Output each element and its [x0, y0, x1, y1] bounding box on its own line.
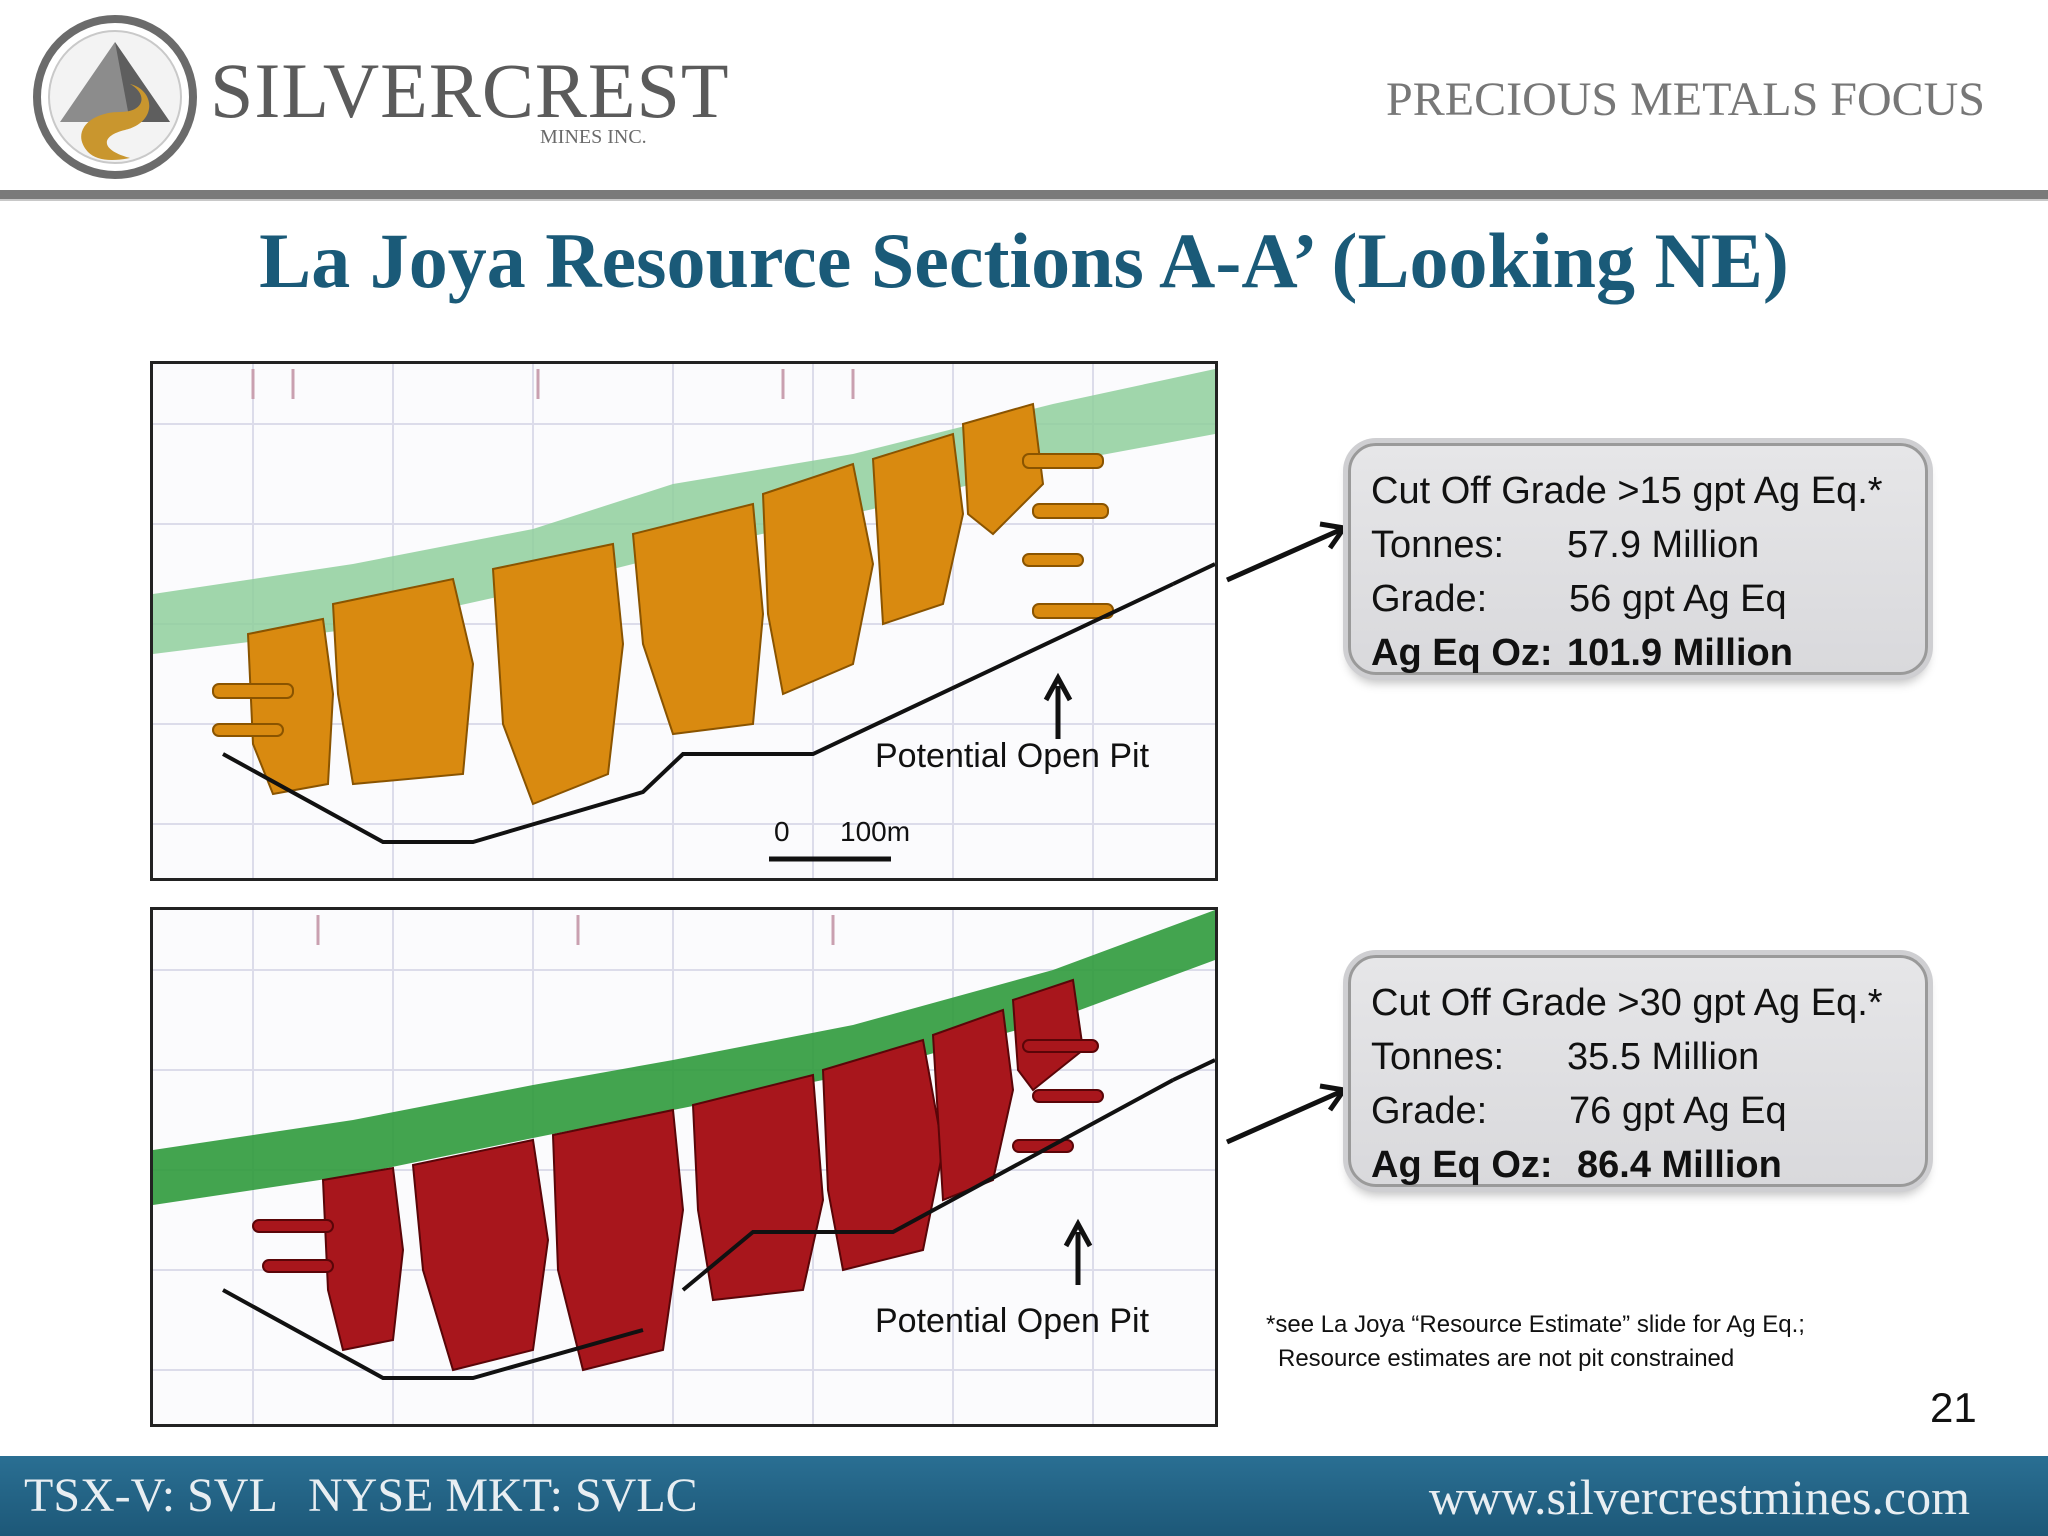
slide-title: La Joya Resource Sections A-A’ (Looking … — [259, 217, 1789, 304]
oz-row: Ag Eq Oz: 86.4 Million — [1371, 1138, 1925, 1192]
grade-label: Grade: — [1371, 1090, 1488, 1132]
info-box-15gpt: Cut Off Grade >15 gpt Ag Eq.* Tonnes: 57.… — [1348, 443, 1928, 675]
tonnes-label: Tonnes: — [1371, 1036, 1505, 1078]
grade-value: 76 gpt Ag Eq — [1569, 1090, 1787, 1132]
website-link[interactable]: www.silvercrestmines.com — [1428, 1469, 1970, 1525]
arrow-to-bottom-box-icon — [1225, 1089, 1342, 1145]
pit-arrow-icon — [1063, 1218, 1093, 1285]
tonnes-row: Tonnes: 35.5 Million — [1371, 1030, 1925, 1084]
resource-section-30gpt: Potential Open Pit — [150, 907, 1218, 1427]
oz-label: Ag Eq Oz: — [1371, 632, 1553, 674]
cutoff-heading: Cut Off Grade >30 gpt Ag Eq.* — [1371, 982, 1883, 1024]
callout-arrows — [1225, 521, 1349, 1145]
header-divider — [0, 190, 2048, 199]
scale-start: 0 — [774, 816, 790, 847]
grade-row: Grade: 76 gpt Ag Eq — [1371, 1084, 1925, 1138]
grade-row: Grade: 56 gpt Ag Eq — [1371, 572, 1925, 626]
info-box-30gpt: Cut Off Grade >30 gpt Ag Eq.* Tonnes: 35.… — [1348, 955, 1928, 1187]
section-image-top — [153, 364, 1215, 878]
resource-body — [252, 978, 1104, 1372]
tonnes-row: Tonnes: 57.9 Million — [1371, 518, 1925, 572]
ticker-tsx: TSX-V: SVL — [24, 1469, 278, 1522]
resource-section-15gpt: Potential Open Pit 0 100m — [150, 361, 1218, 881]
tonnes-value: 35.5 Million — [1567, 1036, 1760, 1078]
footnote-line-1: *see La Joya “Resource Estimate” slide f… — [1266, 1311, 1805, 1338]
header-divider-light — [0, 199, 2048, 201]
ground-surface — [153, 910, 1215, 1205]
resource-body — [212, 402, 1114, 806]
brand-name: SILVERCREST — [210, 47, 730, 134]
oz-value: 86.4 Million — [1577, 1144, 1782, 1186]
oz-label: Ag Eq Oz: — [1371, 1144, 1553, 1186]
cutoff-heading: Cut Off Grade >15 gpt Ag Eq.* — [1371, 470, 1883, 512]
open-pit-outline — [222, 1288, 644, 1380]
footnote-line-2: Resource estimates are not pit constrain… — [1278, 1345, 1735, 1372]
scale-end: 100m — [840, 816, 911, 847]
pit-label: Potential Open Pit — [875, 737, 1150, 775]
open-pit-outline — [222, 582, 1174, 844]
company-logo — [30, 12, 200, 182]
tagline: PRECIOUS METALS FOCUS — [1386, 73, 1985, 126]
page-number: 21 — [1930, 1384, 1977, 1431]
section-image-bottom — [153, 910, 1215, 1424]
oz-value: 101.9 Million — [1567, 632, 1793, 674]
brand-subtitle: MINES INC. — [540, 126, 647, 148]
grade-value: 56 gpt Ag Eq — [1569, 578, 1787, 620]
footer-bar — [0, 1456, 2048, 1536]
pit-arrow-icon — [1043, 672, 1073, 739]
footnote: *see La Joya “Resource Estimate” slide f… — [1266, 1308, 1805, 1376]
ticker-nyse: NYSE MKT: SVLC — [308, 1469, 698, 1522]
open-pit-outline — [681, 1078, 1174, 1292]
tonnes-label: Tonnes: — [1371, 524, 1505, 566]
arrow-to-top-box-icon — [1225, 527, 1342, 583]
grade-label: Grade: — [1371, 578, 1488, 620]
tonnes-value: 57.9 Million — [1567, 524, 1760, 566]
pit-label: Potential Open Pit — [875, 1302, 1150, 1340]
oz-row: Ag Eq Oz: 101.9 Million — [1371, 626, 1925, 680]
